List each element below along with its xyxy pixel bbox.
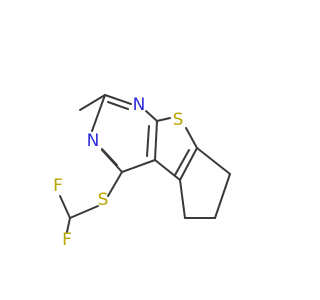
bond-c-c bbox=[214, 173, 231, 219]
bond-c2-n3 bbox=[104, 94, 132, 105]
bond-s-c7 bbox=[185, 127, 198, 149]
bond-c3a-c4a bbox=[154, 159, 181, 181]
bond-c4-s bbox=[107, 171, 123, 197]
atom-s-ring: S bbox=[173, 110, 184, 130]
atom-label-n3: N bbox=[133, 95, 146, 115]
bond-c2-n3-inner bbox=[107, 101, 129, 110]
atom-label-s-thio: S bbox=[98, 190, 109, 210]
atom-n1: N bbox=[87, 131, 100, 151]
bond-c7-c3a-inner bbox=[174, 149, 190, 176]
atom-f2: F bbox=[62, 230, 72, 250]
bond-methyl bbox=[79, 94, 106, 111]
atom-n3: N bbox=[133, 95, 146, 115]
molecule-structure: N N S S F F bbox=[53, 94, 231, 250]
bond-n1-c2 bbox=[91, 94, 106, 132]
bond-n3-c7a bbox=[145, 110, 158, 122]
bond-c7-c3a bbox=[179, 147, 198, 181]
atom-label-f2: F bbox=[62, 230, 72, 250]
atom-label-f1: F bbox=[53, 176, 63, 196]
atom-f1: F bbox=[53, 176, 63, 196]
atom-label-n1: N bbox=[87, 131, 100, 151]
bond-c-f1 bbox=[59, 195, 71, 219]
atom-s-thio: S bbox=[98, 190, 109, 210]
bond-c7a-s bbox=[156, 117, 171, 122]
bond-c4-n1-inner bbox=[101, 148, 118, 166]
bond-s-chf2 bbox=[69, 205, 99, 219]
bonds bbox=[59, 94, 231, 233]
bond-c7a-c4a-inner bbox=[146, 125, 150, 157]
atom-labels: N N S S F F bbox=[53, 95, 183, 250]
atom-label-s-ring: S bbox=[173, 110, 184, 130]
bond-c7-c bbox=[196, 147, 231, 175]
bond-c-f2 bbox=[66, 217, 71, 233]
bond-c-c3a bbox=[179, 179, 186, 219]
bond-c7a-c4a bbox=[154, 120, 158, 161]
bond-c4a-c4 bbox=[121, 159, 156, 173]
